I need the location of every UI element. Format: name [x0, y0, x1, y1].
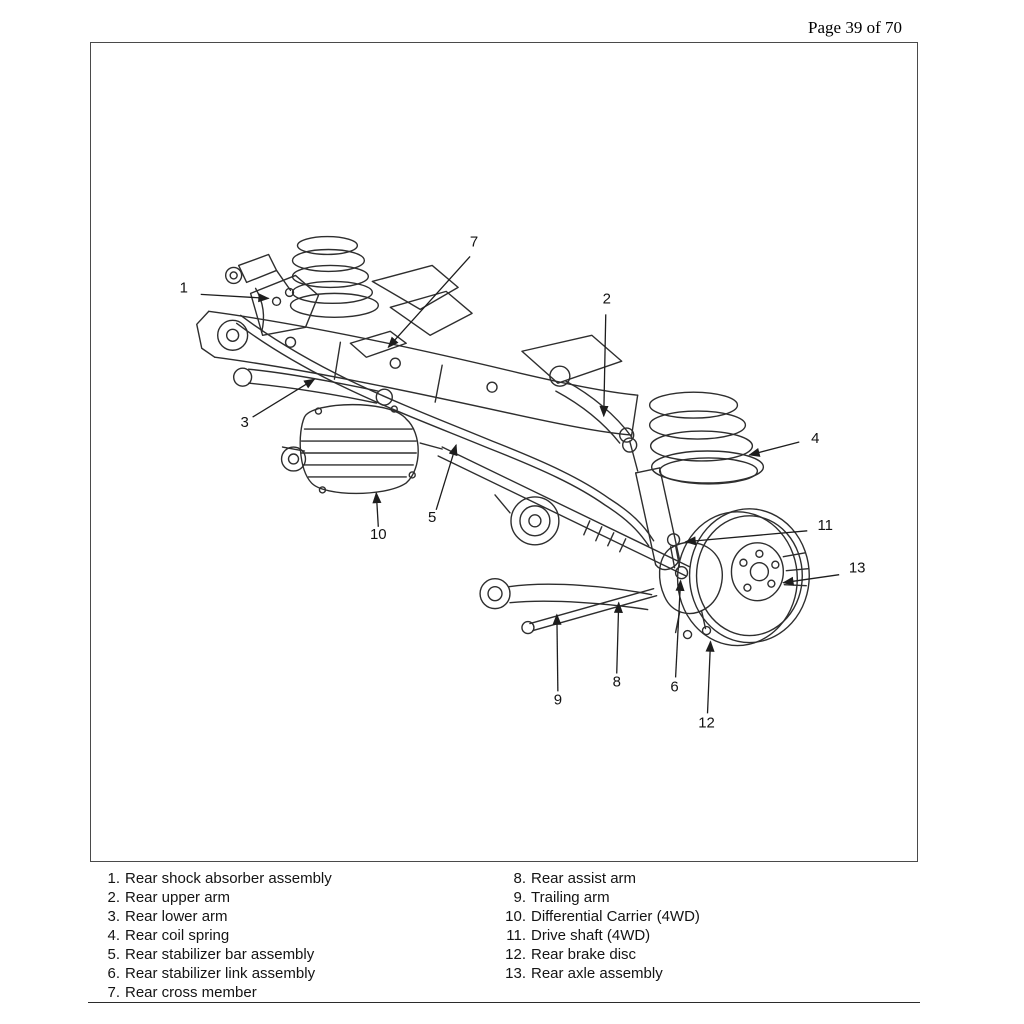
- legend-item-number: 7.: [107, 984, 120, 1001]
- diagram-frame: 1 2 3 4 5 6 7 8 9 10 11 12 13: [90, 42, 918, 862]
- rear-suspension-diagram: 1 2 3 4 5 6 7 8 9 10 11 12 13: [180, 233, 866, 731]
- trailing-arm: [479, 577, 653, 611]
- legend-column-right: 8. Rear assist arm 9. Trailing arm 10. D…: [502, 869, 700, 983]
- legend-item: 13. Rear axle assembly: [502, 964, 700, 983]
- legend-item-label: Rear upper arm: [125, 889, 231, 906]
- legend-item-label: Rear assist arm: [531, 870, 637, 887]
- legend-item-number: 13.: [505, 965, 526, 982]
- legend-item-label: Rear coil spring: [125, 927, 230, 944]
- callout-number: 4: [811, 430, 819, 447]
- legend-item-number: 1.: [107, 870, 120, 887]
- stabilizer-bar: [235, 314, 655, 547]
- legend-item-label: Rear lower arm: [125, 908, 228, 925]
- callout-number: 12: [698, 714, 715, 731]
- assist-arm: [521, 587, 658, 635]
- legend-item-number: 6.: [107, 965, 120, 982]
- legend-item: 3. Rear lower arm: [96, 907, 332, 926]
- callout-number: 9: [554, 691, 562, 708]
- cross-member: [196, 310, 639, 436]
- legend-item: 12. Rear brake disc: [502, 945, 700, 964]
- callout-number: 13: [849, 560, 866, 577]
- legend-item-label: Rear axle assembly: [531, 965, 663, 982]
- legend-item-label: Rear shock absorber assembly: [125, 870, 332, 887]
- legend-item-number: 12.: [505, 946, 526, 963]
- upper-arm: [549, 365, 638, 453]
- legend-item-label: Rear cross member: [125, 984, 257, 1001]
- drive-shaft: [437, 446, 691, 577]
- legend-item-label: Rear stabilizer bar assembly: [125, 946, 315, 963]
- callout-number: 3: [240, 414, 248, 431]
- callout-number: 2: [603, 290, 611, 307]
- upper-bracket-plates: [349, 264, 623, 384]
- callout-number: 5: [428, 509, 436, 526]
- legend-bottom-rule: [88, 1002, 920, 1003]
- differential-carrier: [280, 403, 443, 495]
- callout-number: 6: [670, 678, 678, 695]
- legend-item: 10. Differential Carrier (4WD): [502, 907, 700, 926]
- legend-item: 11. Drive shaft (4WD): [502, 926, 700, 945]
- legend-item: 6. Rear stabilizer link assembly: [96, 964, 332, 983]
- page-number: Page 39 of 70: [808, 18, 902, 37]
- callout-number: 8: [613, 673, 621, 690]
- legend-item-number: 2.: [107, 889, 120, 906]
- rear-suspension-illustration: [196, 235, 810, 647]
- legend-item: 8. Rear assist arm: [502, 869, 700, 888]
- shock-absorber-top-mount: [224, 253, 320, 336]
- brake-disc: [676, 508, 810, 647]
- legend-item-number: 5.: [107, 946, 120, 963]
- callout-number: 7: [470, 233, 478, 250]
- callout-number: 10: [370, 526, 387, 543]
- legend-item: 4. Rear coil spring: [96, 926, 332, 945]
- legend-item-label: Rear brake disc: [531, 946, 637, 963]
- legend-item-label: Rear stabilizer link assembly: [125, 965, 316, 982]
- legend-item-number: 11.: [506, 927, 526, 944]
- legend-item-label: Trailing arm: [531, 889, 610, 906]
- callout-leaders: [200, 256, 840, 714]
- lower-arm: [216, 319, 393, 406]
- callout-number: 1: [180, 279, 188, 296]
- callout-numbers: 1 2 3 4 5 6 7 8 9 10 11 12 13: [180, 233, 866, 731]
- legend-item-number: 8.: [513, 870, 526, 887]
- legend-item-number: 9.: [513, 889, 526, 906]
- coil-spring-right: [648, 391, 765, 485]
- legend-item: 7. Rear cross member: [96, 983, 332, 1002]
- coil-spring-left: [289, 235, 380, 319]
- legend-item-number: 3.: [107, 908, 120, 925]
- legend-item-label: Drive shaft (4WD): [531, 927, 651, 944]
- legend-item-number: 4.: [107, 927, 120, 944]
- legend-item: 9. Trailing arm: [502, 888, 700, 907]
- legend-item: 5. Rear stabilizer bar assembly: [96, 945, 332, 964]
- center-bushing: [494, 494, 560, 546]
- legend-item: 2. Rear upper arm: [96, 888, 332, 907]
- legend-item-number: 10.: [505, 908, 526, 925]
- legend-item: 1. Rear shock absorber assembly: [96, 869, 332, 888]
- callout-number: 11: [817, 517, 833, 534]
- legend-column-left: 1. Rear shock absorber assembly 2. Rear …: [96, 869, 332, 1002]
- legend-item-label: Differential Carrier (4WD): [531, 908, 700, 925]
